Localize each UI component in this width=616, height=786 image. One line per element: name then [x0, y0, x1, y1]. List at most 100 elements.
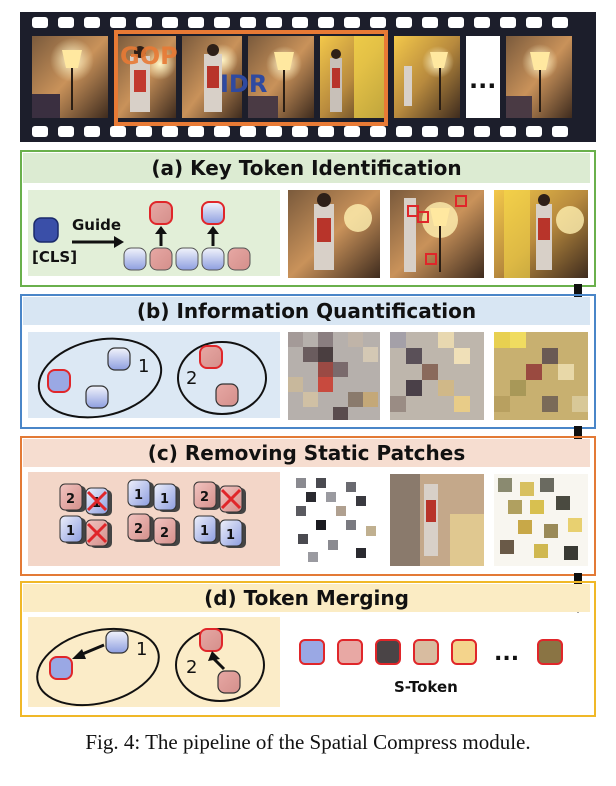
film-frame — [248, 36, 314, 118]
key-token — [199, 345, 223, 369]
panel-key-token-identification — [20, 150, 596, 287]
panel-c-title-band — [23, 439, 590, 467]
token — [85, 385, 109, 409]
patch-cube: 1 — [59, 515, 86, 544]
film-frame — [466, 36, 500, 118]
figure-caption: Fig. 4: The pipeline of the Spatial Comp… — [85, 730, 531, 754]
panel-b-title-band — [23, 297, 590, 325]
cls-token — [33, 217, 59, 243]
s-token — [375, 639, 401, 665]
svg-text:2: 2 — [160, 526, 169, 541]
patch-cube: 1 — [153, 483, 180, 512]
sparse-frame — [288, 474, 380, 566]
guide-label: Guide — [72, 216, 121, 234]
frame-image — [288, 190, 380, 278]
idr-label: IDR — [220, 70, 267, 98]
film-perforations-top — [32, 17, 568, 28]
cls-label: [CLS] — [32, 248, 77, 266]
patch-cube: 2 — [153, 517, 180, 546]
panel-c-frames — [288, 474, 588, 566]
panel-d-title: (d) Token Merging — [204, 586, 409, 610]
key-token — [149, 201, 173, 225]
frames-ellipsis: ... — [469, 66, 496, 94]
video-filmstrip: GOP IDR ... — [20, 12, 596, 142]
token — [227, 247, 251, 271]
key-token — [47, 369, 71, 393]
svg-text:1: 1 — [226, 528, 235, 543]
panel-removing-static-patches — [20, 436, 596, 576]
gop-label: GOP — [120, 42, 178, 70]
panel-b-frames — [288, 332, 588, 420]
patch-cube: 1 — [85, 487, 112, 516]
quantification-diagram: 1 2 — [37, 337, 267, 419]
film-frame — [320, 36, 386, 118]
film-perforations-bottom — [32, 126, 568, 137]
s-token — [337, 639, 363, 665]
patch-cube: 2 — [193, 481, 220, 510]
static-patch-diagram: 2 1 1 1 1 2 2 2 1 1 — [59, 479, 246, 548]
panel-a-frames — [288, 190, 588, 278]
s-token-label: S-Token — [394, 678, 458, 696]
svg-text:2: 2 — [134, 522, 143, 537]
cluster-ellipse — [37, 337, 163, 419]
svg-text:2: 2 — [200, 490, 209, 505]
panel-a-title: (a) Key Token Identification — [151, 156, 462, 180]
svg-text:1: 1 — [160, 492, 169, 507]
s-token — [451, 639, 477, 665]
patch-cube — [85, 519, 112, 548]
patch-cube: 2 — [59, 483, 86, 512]
film-frame — [506, 36, 572, 118]
cluster-label: 1 — [136, 639, 147, 660]
key-token — [199, 628, 223, 652]
frame-image — [390, 474, 484, 566]
token — [201, 247, 225, 271]
sparse-frame — [494, 474, 588, 566]
token — [107, 347, 131, 371]
cluster-label: 1 — [138, 356, 149, 377]
svg-text:2: 2 — [66, 492, 75, 507]
film-frame — [116, 36, 176, 118]
panel-information-quantification — [20, 294, 596, 429]
panel-c-title: (c) Removing Static Patches — [147, 441, 466, 465]
patch-cube: 1 — [193, 515, 220, 544]
patch-cube — [219, 485, 246, 514]
s-token-sequence: ... S-Token — [299, 639, 563, 696]
token — [175, 247, 199, 271]
cluster-label: 2 — [186, 657, 197, 678]
patch-cube: 1 — [219, 519, 246, 548]
key-token — [201, 201, 225, 225]
panel-a-title-band — [23, 153, 590, 183]
frame-image — [494, 190, 588, 278]
svg-text:1: 1 — [200, 524, 209, 539]
pixelated-frame — [288, 332, 380, 420]
film-frame — [394, 36, 460, 118]
cluster-ellipse — [36, 627, 160, 707]
svg-text:1: 1 — [134, 488, 143, 503]
panel-d-title-band — [23, 584, 590, 612]
s-token — [299, 639, 325, 665]
key-token-diagram: [CLS] Guide — [32, 201, 251, 271]
token-merging-diagram: 1 2 — [36, 627, 265, 707]
cluster-ellipse — [177, 341, 267, 415]
film-frame — [182, 36, 242, 118]
gop-bounding-box — [114, 30, 388, 126]
panel-b-title: (b) Information Quantification — [136, 299, 477, 323]
token — [215, 383, 239, 407]
token — [149, 247, 173, 271]
patch-cube: 2 — [127, 513, 154, 542]
token — [123, 247, 147, 271]
pixelated-frame — [494, 332, 588, 420]
key-token — [49, 656, 73, 680]
token — [105, 630, 129, 654]
film-frame — [32, 36, 108, 118]
pixelated-frame — [390, 332, 484, 420]
cluster-label: 2 — [186, 368, 197, 389]
cluster-ellipse — [175, 628, 265, 702]
s-token-ellipsis: ... — [494, 641, 519, 666]
panel-token-merging — [20, 581, 596, 717]
s-token — [413, 639, 439, 665]
token — [217, 670, 241, 694]
patch-cube: 1 — [127, 479, 154, 508]
s-token — [537, 639, 563, 665]
frame-image — [390, 190, 484, 278]
